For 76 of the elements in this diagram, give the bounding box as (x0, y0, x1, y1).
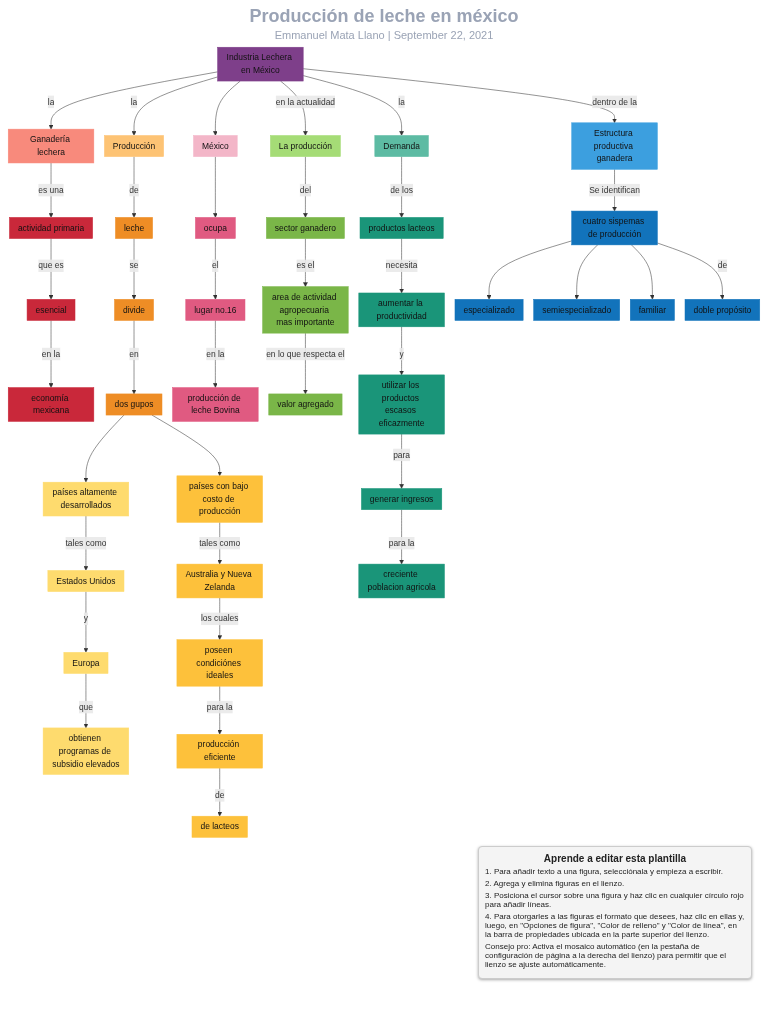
node-box: Producción (104, 135, 164, 157)
node-box: sector ganadero (266, 217, 345, 239)
node-box: dos gupos (105, 393, 163, 416)
edge-label: y (83, 614, 89, 624)
node-box: doble propósito (684, 299, 760, 321)
edge-label: en (129, 349, 139, 359)
node-box: aumentar la productividad (358, 292, 445, 328)
node-box: economía mexicana (7, 387, 95, 422)
node-box: México (193, 135, 238, 157)
edge-label: en la (41, 349, 61, 359)
node-box: Australia y Nueva Zelanda (176, 563, 263, 599)
author-date-caption: Emmanuel Mata Llano | September 22, 2021 (273, 29, 495, 41)
edge-label: de (129, 185, 139, 195)
node-box: cuatro sispemas de producción (571, 210, 658, 246)
node-box: divide (114, 299, 154, 321)
diagram-title: Producción de leche en méxico (249, 6, 519, 27)
edge-label: que (78, 702, 93, 712)
node-box: producción eficiente (176, 734, 263, 769)
edge-label: en la actualidad (275, 97, 336, 107)
edge-label: del (299, 185, 312, 195)
node-box: valor agregado (268, 393, 343, 416)
edge-label: para la (388, 538, 415, 548)
node-box: creciente poblacion agricola (358, 563, 445, 599)
edge-label: tales como (65, 538, 107, 548)
instruction-text: 2. Agrega y elimina figuras en el lienzo. (485, 878, 626, 888)
node-box: Industria Lechera en México (217, 46, 304, 82)
edge-label: de los (390, 185, 413, 195)
edge-label: en la (206, 349, 225, 359)
edge-label: la (47, 97, 55, 107)
edge-label: que es (38, 261, 64, 270)
node-box: países altamente desarrollados (42, 481, 129, 517)
node-box: La producción (270, 135, 341, 157)
edge-label: es una (38, 185, 64, 195)
edge-label: se (129, 261, 139, 270)
node-box: especializado (454, 299, 524, 321)
node-box: países con bajo costo de producción (176, 475, 263, 523)
instruction-text: Consejo pro: Activa el mosaico automático (en la pestaña de configuración de página a la derecha del lienzo) para permitir que el lienzo se ajuste automáticamente. (485, 941, 728, 969)
node-box: productos lacteos (359, 217, 444, 239)
edge-label: dentro de la (592, 97, 637, 107)
node-box: generar ingresos (361, 488, 443, 510)
edge-label: la (398, 97, 405, 107)
node-box: Demanda (374, 135, 429, 157)
edge-label: Se identifican (589, 185, 640, 195)
node-box: semiespecializado (533, 299, 620, 321)
node-box: de lacteos (191, 815, 248, 838)
node-box: obtienen programas de subsidio elevados (42, 727, 129, 775)
edge-label: y (399, 349, 404, 359)
node-box: utilizar los productos escasos eficazmente (358, 374, 445, 435)
node-box: familiar (630, 299, 675, 321)
node-box: lugar no.16 (185, 299, 246, 321)
instruction-text: 1. Para añadir texto a una figura, selecciónala y empieza a escribir. (485, 866, 724, 876)
edge-label: necesita (385, 261, 418, 270)
node-box: poseen condiciónes ideales (176, 639, 263, 687)
node-box: Ganadería lechera (7, 128, 95, 164)
node-box: esencial (26, 299, 76, 321)
edge-label: los cuales (200, 614, 239, 624)
node-box: Estructura productiva ganadera (571, 122, 658, 170)
edge-label: en lo que respecta el (266, 349, 345, 359)
edge-label: de (717, 261, 728, 270)
node-box: ocupa (195, 217, 236, 239)
node-box: Europa (63, 652, 109, 674)
node-box: Estados Unidos (47, 570, 125, 592)
instruction-text: 4. Para otorgarles a las figuras el formato que desees, haz clic en ellas y, luego, en "Opciones de figura", "Color de relleno" y "Color de línea", en la barra de propiedades ubicada en la parte superior del lienzo. (485, 911, 745, 939)
edge-label: para (393, 450, 411, 460)
node-box: area de actividad agropecuaria mas importante (262, 286, 349, 334)
edge-label: es el (296, 261, 315, 270)
node-box: actividad primaria (9, 217, 93, 239)
node-box: producción de leche Bovina (172, 387, 259, 422)
edge-label: la (130, 97, 138, 107)
edge-label: el (212, 261, 219, 270)
edge-label: de (215, 790, 225, 800)
instruction-text: 3. Posiciona el cursor sobre una figura y haz clic en cualquier círculo rojo para añadir líneas. (485, 890, 745, 909)
panel-heading: Aprende a editar esta plantilla (542, 852, 688, 864)
edge-label: tales como (199, 538, 241, 548)
node-box: leche (115, 217, 153, 239)
edge-label: para la (206, 702, 233, 712)
